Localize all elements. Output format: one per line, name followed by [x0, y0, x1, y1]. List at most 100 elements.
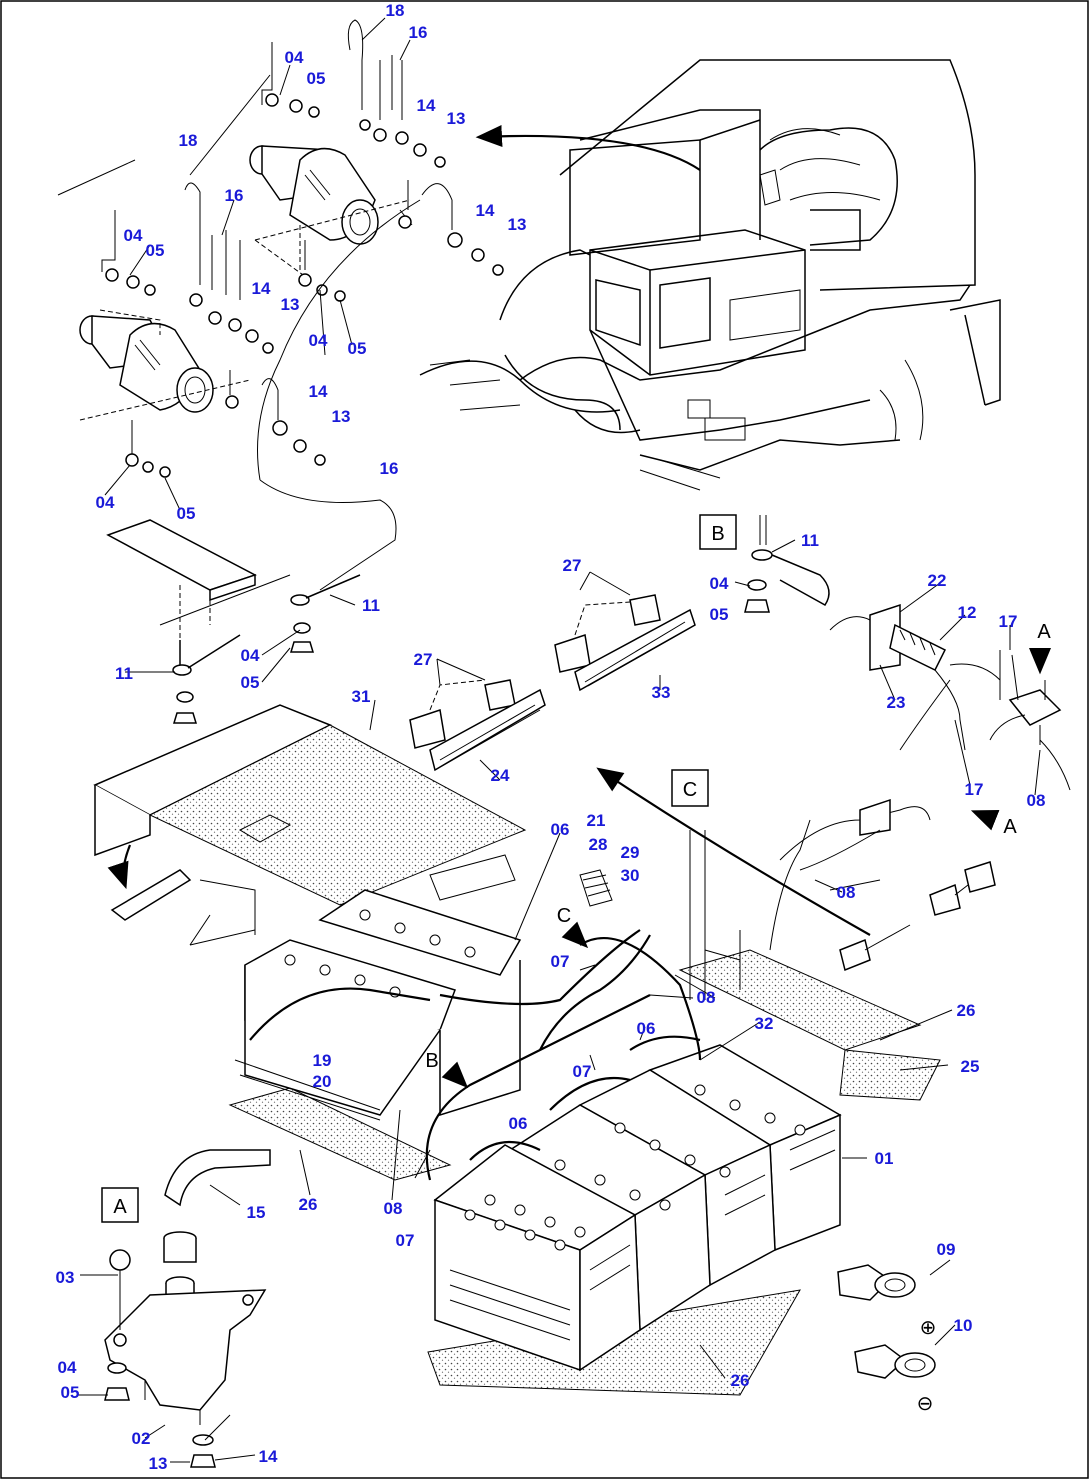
callout-13: 13	[508, 215, 527, 234]
callout-08: 08	[384, 1199, 403, 1218]
callout-05: 05	[61, 1383, 80, 1402]
callout-05: 05	[710, 605, 729, 624]
view-c-inline-arrow	[561, 921, 589, 949]
callout-04: 04	[124, 226, 143, 245]
callout-05: 05	[348, 339, 367, 358]
callout-27: 27	[563, 556, 582, 575]
leader-lines	[78, 17, 1041, 1463]
callout-11: 11	[362, 596, 380, 615]
view-b-label: B	[711, 523, 724, 545]
callout-06: 06	[637, 1019, 656, 1038]
callout-02: 02	[132, 1429, 151, 1448]
callout-22: 22	[928, 571, 947, 590]
view-c-arrow	[596, 767, 871, 936]
battery-bank	[228, 830, 941, 1396]
view-a-label: A	[113, 1196, 127, 1218]
callout-13: 13	[332, 407, 351, 426]
callout-04: 04	[241, 646, 260, 665]
callout-29: 29	[621, 843, 640, 862]
view-a-upper-marker: A	[1037, 621, 1051, 643]
callout-23: 23	[887, 693, 906, 712]
view-a-lower-arrow	[970, 809, 1000, 831]
callout-26: 26	[731, 1371, 750, 1390]
callout-26: 26	[299, 1195, 318, 1214]
view-b-box	[699, 514, 737, 550]
callout-30: 30	[621, 866, 640, 885]
callout-05: 05	[177, 504, 196, 523]
callout-27: 27	[414, 650, 433, 669]
callout-16: 16	[409, 23, 428, 42]
callout-07: 07	[573, 1062, 592, 1081]
callout-18: 18	[386, 1, 405, 20]
callout-14: 14	[259, 1447, 278, 1466]
upper-solenoid-group	[249, 19, 504, 302]
callout-04: 04	[710, 574, 729, 593]
callout-05: 05	[241, 673, 260, 692]
view-a-lower-marker: A	[1003, 816, 1017, 838]
callout-08: 08	[697, 988, 716, 1007]
callout-18: 18	[179, 131, 198, 150]
machine-overview	[419, 59, 1001, 491]
callout-31: 31	[352, 687, 371, 706]
callout-12: 12	[958, 603, 977, 622]
view-c-label: C	[683, 779, 697, 801]
callout-13: 13	[447, 109, 466, 128]
callout-01: 01	[875, 1149, 894, 1168]
callout-28: 28	[589, 835, 608, 854]
callout-14: 14	[476, 201, 495, 220]
mount-bar-group	[106, 519, 361, 724]
callout-17: 17	[999, 612, 1018, 631]
callout-13: 13	[149, 1454, 168, 1473]
view-a-box	[101, 1187, 139, 1223]
callout-04: 04	[96, 493, 115, 512]
callout-21: 21	[587, 811, 606, 830]
view-c-box	[671, 769, 709, 807]
view-b-inline-arrow	[441, 1061, 469, 1089]
callout-32: 32	[755, 1014, 774, 1033]
callout-20: 20	[313, 1072, 332, 1091]
callout-05: 05	[146, 241, 165, 260]
callout-14: 14	[417, 96, 436, 115]
callout-16: 16	[380, 459, 399, 478]
minus-terminal-symbol: ⊖	[917, 1393, 934, 1415]
view-c-inline-marker: C	[557, 905, 571, 927]
connector-harness-group	[409, 594, 696, 772]
callout-08: 08	[1027, 791, 1046, 810]
callout-13: 13	[281, 295, 300, 314]
callout-10: 10	[954, 1316, 973, 1335]
callout-17: 17	[965, 780, 984, 799]
detail-b-group	[744, 515, 1071, 972]
callout-33: 33	[652, 683, 671, 702]
callout-08: 08	[837, 883, 856, 902]
callout-25: 25	[961, 1057, 980, 1076]
callout-19: 19	[313, 1051, 332, 1070]
callout-labels: 18 16 04 05 14 13 18 16 14 13 04 05 14 1…	[56, 1, 1046, 1473]
callout-07: 07	[551, 952, 570, 971]
callout-06: 06	[509, 1114, 528, 1133]
callout-04: 04	[285, 48, 304, 67]
callout-05: 05	[307, 69, 326, 88]
callout-11: 11	[115, 664, 133, 683]
callout-14: 14	[309, 382, 328, 401]
callout-04: 04	[58, 1358, 77, 1377]
terminal-clamps-group	[837, 1264, 936, 1379]
callout-03: 03	[56, 1268, 75, 1287]
callout-14: 14	[252, 279, 271, 298]
battery-cover-group	[93, 704, 527, 946]
callout-06: 06	[551, 820, 570, 839]
callout-15: 15	[247, 1203, 266, 1222]
view-b-inline-marker: B	[425, 1050, 438, 1072]
callout-09: 09	[937, 1240, 956, 1259]
lower-solenoid-group	[57, 74, 421, 591]
callout-16: 16	[225, 186, 244, 205]
callout-07: 07	[396, 1231, 415, 1250]
callout-11: 11	[801, 531, 819, 550]
callout-26: 26	[957, 1001, 976, 1020]
plus-terminal-symbol: ⊕	[920, 1317, 937, 1339]
detail-a-switch-group	[104, 1149, 271, 1468]
callout-24: 24	[491, 766, 510, 785]
callout-04: 04	[309, 331, 328, 350]
